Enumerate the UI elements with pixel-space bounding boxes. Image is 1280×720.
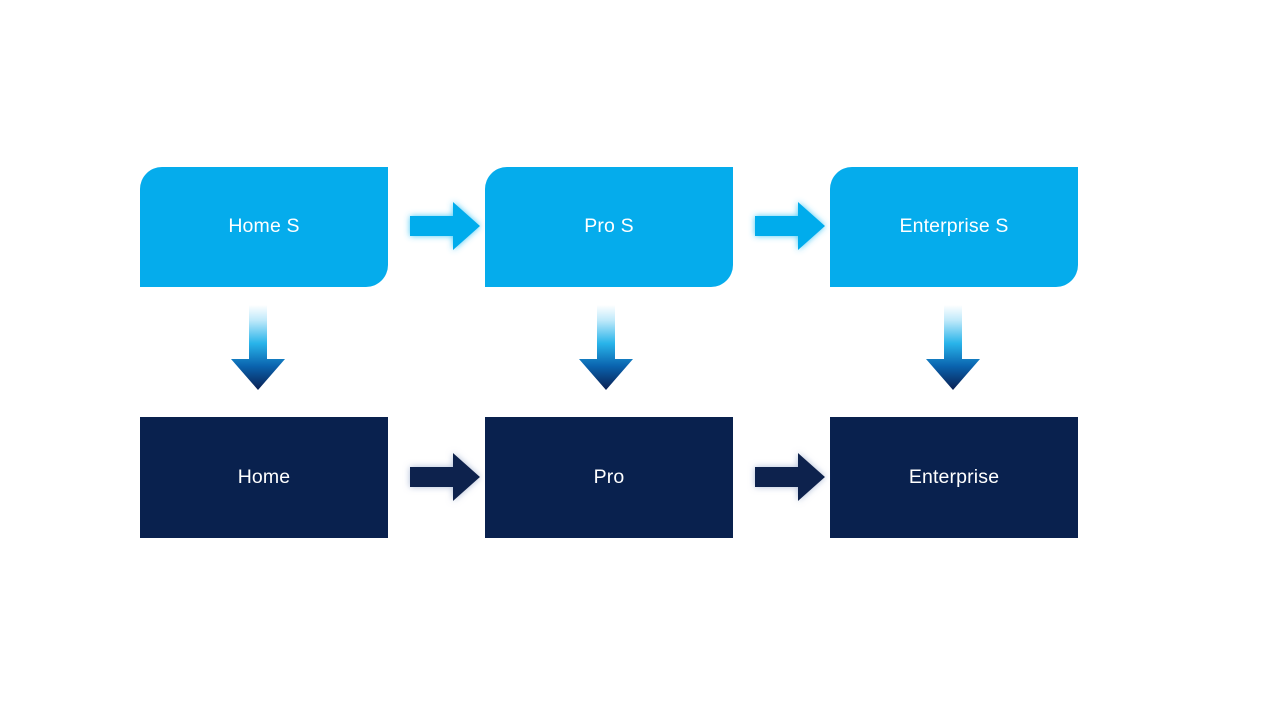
node-home[interactable]: Home bbox=[140, 417, 388, 538]
arrow-right-icon-pro-to-enterprise bbox=[755, 449, 825, 505]
node-home-s[interactable]: Home S bbox=[140, 167, 388, 287]
arrow-down-icon-enterprise-s-to-enterprise bbox=[925, 305, 981, 391]
node-label: Pro S bbox=[584, 215, 634, 238]
arrow-down-icon-home-s-to-home bbox=[230, 305, 286, 391]
arrow-right-icon-home-to-pro bbox=[410, 449, 480, 505]
node-label: Home bbox=[237, 465, 291, 488]
node-enterprise[interactable]: Enterprise bbox=[830, 417, 1078, 538]
node-enterprise-s[interactable]: Enterprise S bbox=[830, 167, 1078, 287]
node-pro-s[interactable]: Pro S bbox=[485, 167, 733, 287]
arrow-down-icon-pro-s-to-pro bbox=[578, 305, 634, 391]
arrow-right-icon-pro-s-to-enterprise-s bbox=[755, 198, 825, 254]
node-label: Pro bbox=[593, 465, 625, 488]
arrow-right-icon-home-s-to-pro-s bbox=[410, 198, 480, 254]
node-label: Enterprise S bbox=[899, 215, 1009, 238]
node-label: Home S bbox=[228, 215, 300, 238]
node-pro[interactable]: Pro bbox=[485, 417, 733, 538]
node-label: Enterprise bbox=[908, 465, 1000, 488]
